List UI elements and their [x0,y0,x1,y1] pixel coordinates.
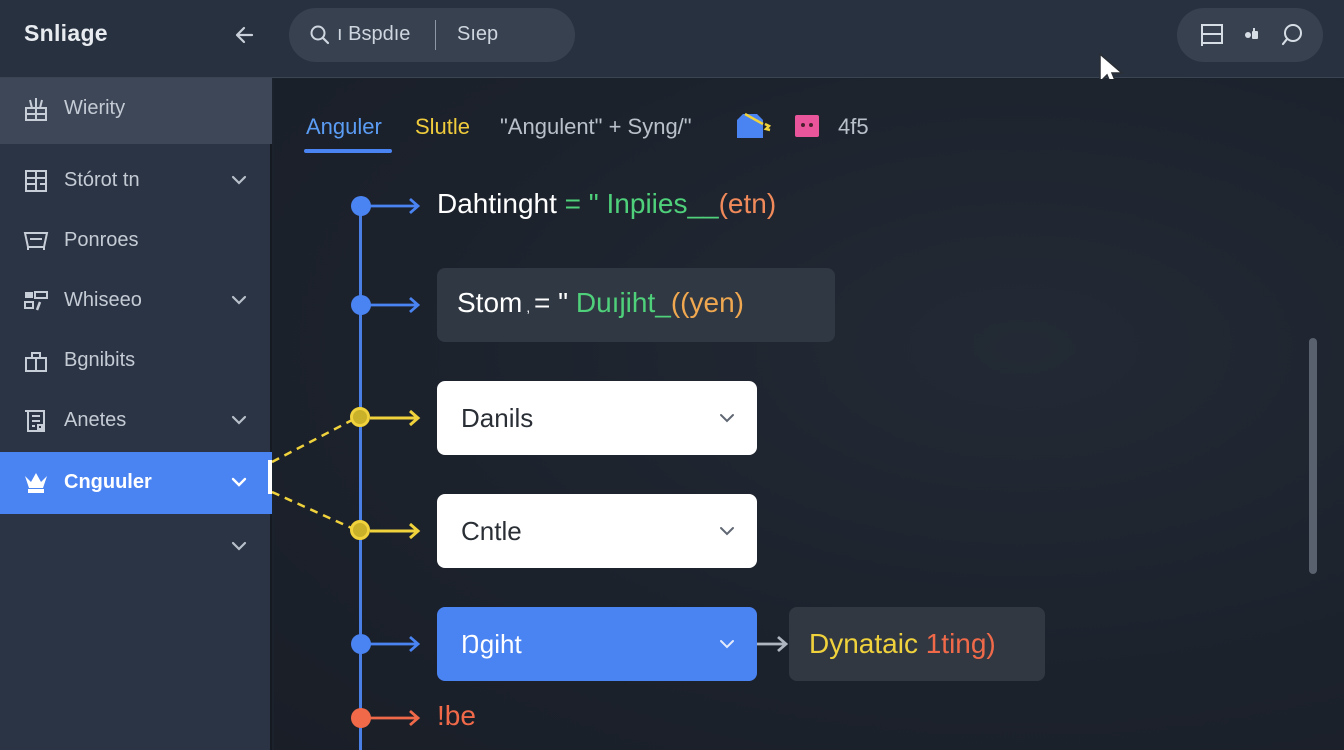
flow-node[interactable] [351,634,371,654]
search-bar[interactable]: ı Bspdıe Sıep [289,8,575,62]
sidebar-item-whiseeo[interactable]: Whiseeo [0,270,272,330]
sidebar-item-label: Wierity [64,97,126,119]
code-line-1: Dahtinght = " Inpiies__(etn) [437,188,776,220]
arrow-right-icon [370,709,421,727]
paren-arg: (etn) [718,188,777,219]
paren-arg: ((yen) [670,287,744,318]
sidebar-item-label: Stórot tn [64,169,140,191]
layout-icon[interactable] [1199,22,1225,48]
arrow-right-icon [370,522,421,540]
code-line-2: Stom , = " Duıjiht_((yen) [457,287,744,319]
flow-node-error[interactable] [351,708,371,728]
flow-timeline [359,204,362,750]
sidebar-item-label: Ponroes [64,229,139,251]
dot: , [522,299,535,315]
var-name: Stom [457,287,523,318]
chevron-down-icon [717,522,737,540]
var-name: Dahtinght [437,188,557,219]
sidebar-item-collapsed[interactable] [0,516,272,576]
arrow-right-icon [757,635,789,653]
crown-icon [22,470,50,496]
chat-bubble-icon[interactable] [1279,22,1305,48]
flow-node[interactable] [351,295,371,315]
tab-slutle[interactable]: Slutle [415,114,471,139]
sidebar-item-bgnibits[interactable]: Bgnibits [0,330,272,390]
select-ngiht[interactable]: Ŋgiht [437,607,757,681]
pink-face-icon[interactable] [795,115,819,137]
bag-icon [22,348,50,374]
sidebar-item-label: Bgnibits [64,349,136,371]
result-tail: 1ting) [917,628,996,659]
chevron-down-icon [717,409,737,427]
operator: = " [534,287,576,318]
folder-spark-icon[interactable] [735,112,775,140]
arrow-left-icon[interactable] [232,22,258,48]
select-value: Ŋgiht [461,629,522,659]
chevron-down-icon [717,635,737,653]
select-value: Cntle [461,516,522,546]
underscore: _ [655,287,671,318]
tray-icon [22,228,50,254]
sidebar-item-label: Cnguuler [64,471,152,493]
tab-4f5[interactable]: 4f5 [838,114,869,139]
search-query[interactable]: ı Bspdıe [337,23,411,45]
tab-anguler[interactable]: Anguler [306,114,382,139]
vertical-scrollbar[interactable] [1309,338,1317,574]
code-block[interactable]: Stom , = " Duıjiht_((yen) [437,268,835,342]
sidebar-item-ponroes[interactable]: Ponroes [0,210,272,270]
operator: = " [556,188,607,219]
select-danils[interactable]: Danils [437,381,757,455]
building-icon [22,96,50,122]
flow-node-linked[interactable] [350,407,370,427]
blocks-icon [22,288,50,314]
sidebar-item-wierity[interactable]: Wierity [0,78,272,144]
underscore: __ [687,188,719,219]
arrow-right-icon [370,409,421,427]
sidebar-item-label: Whiseeo [64,289,142,311]
result-text: Dynataic 1ting) [809,628,996,660]
dashed-connector [268,416,357,532]
chevron-down-icon[interactable] [228,472,250,492]
search-icon [309,24,331,46]
search-divider [435,20,436,50]
result-value: Dynataic [809,628,918,659]
arrow-right-icon [370,296,421,314]
var-value: Inpiies [606,188,688,219]
flow-node[interactable] [351,196,371,216]
top-bar: Snliage ı Bspdıe Sıep [0,0,1344,78]
chevron-down-icon[interactable] [228,536,250,556]
select-value: Danils [461,403,534,433]
tab-expression[interactable]: "Angulent" + Syng/" [500,114,692,139]
error-label: !be [437,700,476,731]
grid-building-icon [22,168,50,194]
app-brand: Snliage [24,20,108,46]
step-button[interactable]: Sıep [457,23,499,45]
sidebar-item-anetes[interactable]: Anetes [0,390,272,450]
flow-node-linked[interactable] [350,520,370,540]
chevron-down-icon[interactable] [228,410,250,430]
sidebar-item-cnguuler[interactable]: Cnguuler [0,452,272,514]
sidebar-item-storot[interactable]: Stórot tn [0,150,272,210]
sidebar-item-label: Anetes [64,409,127,431]
arrow-right-icon [370,635,421,653]
chevron-down-icon[interactable] [228,290,250,310]
chevron-down-icon[interactable] [228,170,250,190]
sidebar: Wierity Stórot tn Ponroes Whiseeo [0,78,272,750]
toolbar-actions [1177,8,1323,62]
register-icon [22,408,50,434]
arrow-right-icon [370,197,421,215]
puzzle-icon[interactable] [1239,22,1265,48]
result-output: Dynataic 1ting) [789,607,1045,681]
active-tab-indicator [304,149,392,153]
select-cntle[interactable]: Cntle [437,494,757,568]
var-value: Duıjiht [575,287,656,318]
